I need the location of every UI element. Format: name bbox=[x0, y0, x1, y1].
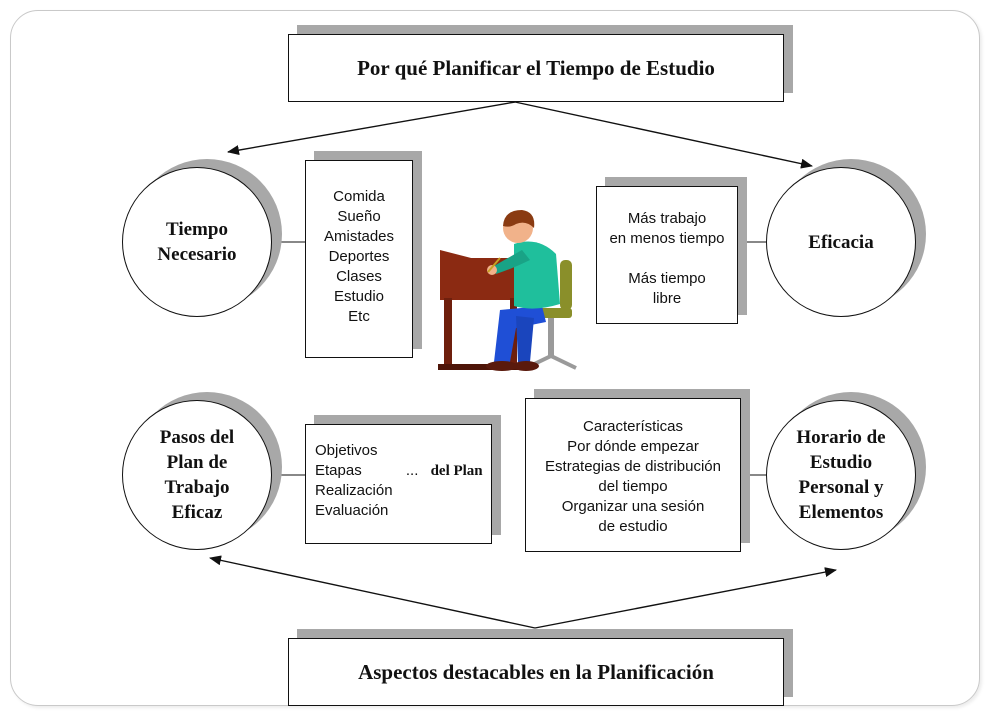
pasos-ellipsis: ... bbox=[405, 462, 419, 479]
horario-item: Organizar una sesión bbox=[561, 498, 705, 515]
pasos-list-box: Objetivos Etapas ... del Plan Realizació… bbox=[305, 424, 492, 544]
eficacia-line: Más tiempo bbox=[628, 270, 706, 287]
arrow-to-horario bbox=[534, 567, 837, 629]
horario-item: Por dónde empezar bbox=[567, 438, 699, 455]
student-at-desk-icon bbox=[438, 210, 577, 371]
circle-eficacia-label: Eficacia bbox=[808, 231, 874, 253]
pasos-suffix: del Plan bbox=[430, 463, 483, 479]
pasos-item: Objetivos bbox=[315, 442, 378, 459]
circle-tiempo-necesario: Tiempo Necesario bbox=[122, 167, 272, 317]
tiempo-item: Comida bbox=[333, 188, 385, 205]
arrow-to-tiempo bbox=[227, 101, 516, 156]
horario-item: Características bbox=[582, 418, 684, 435]
arrow-to-pasos bbox=[209, 555, 536, 629]
tiempo-item: Amistades bbox=[323, 228, 395, 245]
bottom-title-box: Aspectos destacables en la Planificación bbox=[288, 638, 784, 706]
eficacia-line: en menos tiempo bbox=[609, 230, 725, 247]
arrow-to-eficacia bbox=[514, 101, 813, 169]
tiempo-item: Deportes bbox=[328, 248, 390, 265]
circle-tiempo-label: Tiempo Necesario bbox=[157, 219, 237, 265]
tiempo-item: Estudio bbox=[333, 288, 385, 305]
tiempo-list-box: Comida Sueño Amistades Deportes Clases E… bbox=[305, 160, 413, 358]
horario-item: Estrategias de distribución bbox=[545, 458, 721, 475]
page-title: Por qué Planificar el Tiempo de Estudio bbox=[357, 55, 715, 80]
pasos-item: Etapas ... del Plan bbox=[315, 461, 491, 481]
pasos-item: Realización bbox=[315, 482, 393, 499]
tiempo-item: Sueño bbox=[337, 208, 381, 225]
circle-horario: Horario de Estudio Personal y Elementos bbox=[766, 400, 916, 550]
title-box: Por qué Planificar el Tiempo de Estudio bbox=[288, 34, 784, 102]
pasos-item-label: Etapas bbox=[315, 462, 362, 479]
tiempo-item: Etc bbox=[348, 308, 370, 325]
bottom-title: Aspectos destacables en la Planificación bbox=[358, 659, 714, 684]
eficacia-line: Más trabajo bbox=[627, 210, 707, 227]
circle-pasos: Pasos del Plan de Trabajo Eficaz bbox=[122, 400, 272, 550]
eficacia-line: libre bbox=[652, 290, 682, 307]
circle-eficacia: Eficacia bbox=[766, 167, 916, 317]
tiempo-item: Clases bbox=[336, 268, 382, 285]
horario-item: del tiempo bbox=[598, 478, 668, 495]
circle-pasos-label: Pasos del Plan de Trabajo Eficaz bbox=[159, 427, 235, 523]
eficacia-list-box: Más trabajo en menos tiempo Más tiempo l… bbox=[596, 186, 738, 324]
horario-item: de estudio bbox=[598, 518, 668, 535]
horario-list-box: Características Por dónde empezar Estrat… bbox=[525, 398, 741, 552]
pasos-item: Evaluación bbox=[315, 502, 389, 519]
circle-horario-label: Horario de Estudio Personal y Elementos bbox=[796, 427, 886, 523]
